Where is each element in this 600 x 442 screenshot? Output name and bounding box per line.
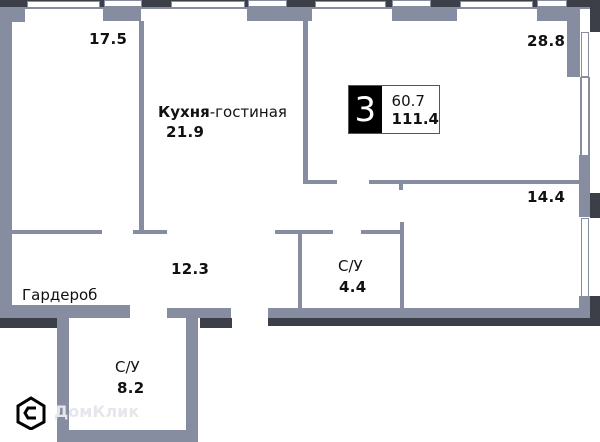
partition <box>369 180 580 184</box>
outer-wall-bottom <box>268 318 600 326</box>
window <box>104 0 142 7</box>
outer-wall-bottom <box>0 318 57 328</box>
partition <box>298 230 302 310</box>
partition <box>303 21 308 184</box>
window <box>392 0 431 7</box>
wall-bathroom-lower <box>57 430 198 442</box>
room-label-wardrobe: Гардероб <box>22 286 98 304</box>
partition <box>361 230 403 234</box>
wall-right <box>567 7 580 77</box>
wall-pier <box>103 7 141 21</box>
wall-bottom <box>167 308 231 318</box>
room-label-kitchen-bold: Кухня <box>158 103 210 121</box>
outer-wall-right <box>590 193 600 218</box>
room-area-kitchen-living: 21.9 <box>166 123 205 141</box>
window <box>537 0 567 7</box>
wall-pier <box>247 7 312 21</box>
area-summary: 60.7 111.4 <box>382 86 439 133</box>
room-count: 3 <box>349 86 382 133</box>
outer-wall-bottom <box>200 318 232 328</box>
total-area: 111.4 <box>391 109 439 128</box>
wall-bathroom-lower <box>186 318 198 442</box>
partition <box>399 180 403 190</box>
room-area-bathroom-lower: 8.2 <box>117 379 145 397</box>
room-area-bathroom-small: 4.4 <box>339 278 367 296</box>
room-label-bathroom-small: С/У <box>338 257 363 275</box>
window <box>248 0 287 7</box>
room-label-kitchen-living: Кухня-гостиная <box>158 105 287 120</box>
room-label-kitchen-rest: -гостиная <box>209 103 287 121</box>
wall-bathroom-lower <box>57 318 69 442</box>
partition <box>275 230 333 234</box>
partition <box>139 21 144 233</box>
partition <box>12 230 102 234</box>
wall-bottom <box>268 308 590 318</box>
room-label-bathroom-lower: С/У <box>115 358 140 376</box>
room-area-hall: 12.3 <box>171 260 210 278</box>
room-area-bedroom-left: 17.5 <box>89 30 128 48</box>
room-area-bedroom-right: 14.4 <box>527 188 566 206</box>
wall-bottom <box>0 308 130 318</box>
partition <box>133 230 167 234</box>
window <box>581 32 589 77</box>
window <box>581 77 589 157</box>
partition <box>12 305 130 310</box>
window <box>581 218 589 298</box>
wall-right <box>579 155 590 217</box>
living-area: 60.7 <box>391 91 425 110</box>
outer-wall-right <box>590 296 600 326</box>
wall-left <box>0 7 12 312</box>
wall-pier <box>392 7 457 21</box>
watermark-text: ДомКлик <box>54 402 140 421</box>
outer-wall-right <box>590 0 600 32</box>
apartment-summary-badge: 3 60.7 111.4 <box>348 85 440 134</box>
outer-wall-top <box>0 0 600 7</box>
house-logo-icon <box>16 396 46 430</box>
partition <box>400 222 404 310</box>
room-area-bedroom-large: 28.8 <box>527 32 566 50</box>
partition <box>303 180 337 184</box>
